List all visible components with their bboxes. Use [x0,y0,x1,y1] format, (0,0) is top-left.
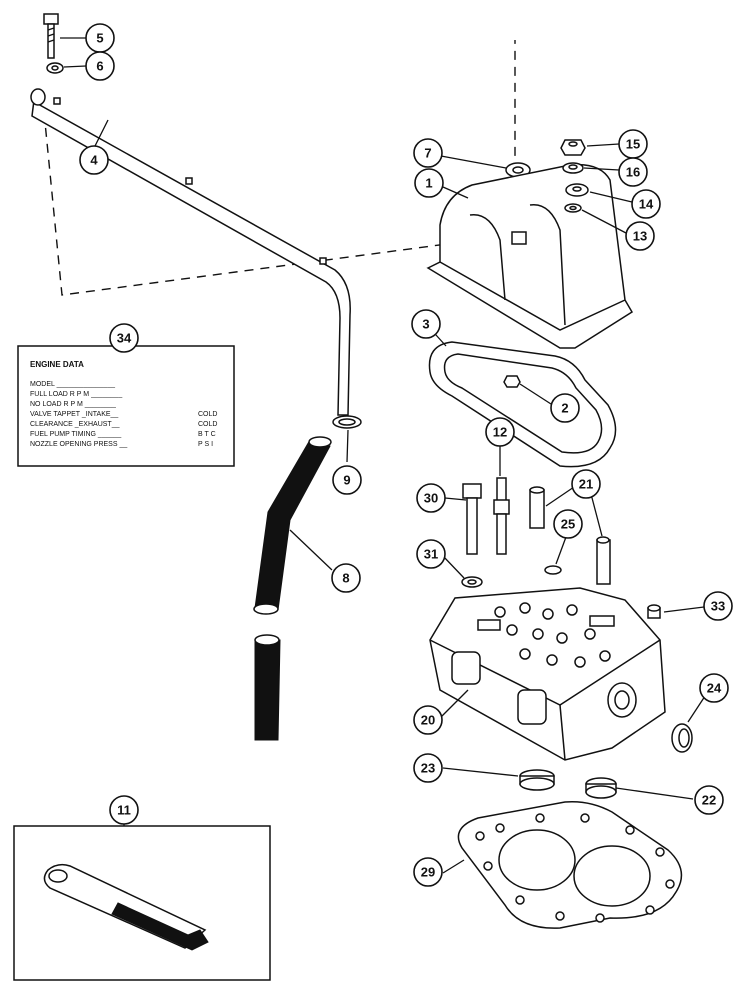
callout-2: 2 [550,393,580,423]
part-21-valve-guide [529,486,611,585]
svg-text:1: 1 [425,176,432,191]
part-30-bolt [462,483,482,555]
callout-33: 33 [703,591,733,621]
callout-11: 11 [109,795,139,825]
part-15-nut [560,139,586,156]
callout-7: 7 [413,138,443,168]
part-24-seal-ring [671,723,693,753]
callout-25: 25 [553,509,583,539]
svg-text:24: 24 [707,681,722,696]
callout-1: 1 [414,168,444,198]
svg-text:7: 7 [424,146,431,161]
callout-16: 16 [618,157,648,187]
svg-text:30: 30 [424,491,438,506]
part-29-head-gasket [457,800,683,929]
svg-text:9: 9 [343,473,350,488]
callout-30: 30 [416,483,446,513]
callout-4: 4 [79,145,109,175]
svg-text:31: 31 [424,547,438,562]
callout-13: 13 [625,221,655,251]
svg-text:2: 2 [561,401,568,416]
callout-8: 8 [331,563,361,593]
part-14-washer [565,183,589,197]
svg-text:12: 12 [493,425,507,440]
callout-6: 6 [85,51,115,81]
part-31-washer [461,576,483,588]
svg-text:22: 22 [702,793,716,808]
part-33-plug [647,604,661,619]
part-5-bolt [43,13,59,59]
svg-text:33: 33 [711,599,725,614]
tube-routing-dashed-line [43,40,516,296]
svg-text:3: 3 [422,317,429,332]
part-9-hose-clamp [332,415,362,429]
callout-3: 3 [411,309,441,339]
callout-23: 23 [413,753,443,783]
callout-21: 21 [571,469,601,499]
svg-text:29: 29 [421,865,435,880]
svg-text:20: 20 [421,713,435,728]
callout-24: 24 [699,673,729,703]
svg-text:23: 23 [421,761,435,776]
decal-line-clearance: CLEARANCE _EXHAUST__ [30,421,120,428]
callout-29: 29 [413,857,443,887]
callout-31: 31 [416,539,446,569]
callout-14: 14 [631,189,661,219]
decal-title: ENGINE DATA [30,360,84,369]
svg-text:25: 25 [561,517,575,532]
decal-line-valve-tappet: VALVE TAPPET _INTAKE__ [30,411,118,418]
callout-5: 5 [85,23,115,53]
svg-text:11: 11 [117,803,131,818]
decal-line-nozzle: NOZZLE OPENING PRESS __ [30,441,127,448]
svg-text:4: 4 [90,153,98,168]
decal-unit-exhaust: COLD [198,421,217,428]
part-13-washer [564,203,582,213]
part-22-insert [585,777,617,799]
part-8-hose [253,436,332,741]
part-4-breather-tube [30,88,351,416]
svg-text:13: 13 [633,229,647,244]
callout-9: 9 [332,465,362,495]
part-23-insert [519,769,555,791]
part-20-cylinder-head [429,587,666,761]
svg-text:16: 16 [626,165,640,180]
part-16-washer [562,162,584,174]
part-12-stud [493,477,510,555]
decal-line-fuel-pump: FUEL PUMP TIMING ______ [30,431,121,438]
svg-text:21: 21 [579,477,593,492]
callout-22: 22 [694,785,724,815]
part-6-washer [46,62,64,74]
callout-20: 20 [413,705,443,735]
part-2-nut [503,375,521,388]
svg-text:34: 34 [117,331,132,346]
part-1-valve-cover [426,163,634,349]
svg-text:15: 15 [626,137,640,152]
decal-line-full-load: FULL LOAD R P M ________ [30,391,122,398]
svg-text:8: 8 [342,571,349,586]
part-11-tool [13,825,271,981]
callout-34: 34 [109,323,139,353]
decal-unit-intake: COLD [198,411,217,418]
callout-15: 15 [618,129,648,159]
part-25-plug [544,565,562,575]
decal-unit-fuel-pump: B T C [198,431,216,438]
decal-line-no-load: NO LOAD R P M ________ [30,401,116,408]
svg-text:6: 6 [96,59,103,74]
decal-line-model: MODEL _______________ [30,381,115,388]
part-3-gasket [428,341,617,468]
decal-unit-nozzle: P S I [198,441,213,448]
callout-12: 12 [485,417,515,447]
part-34-engine-data-decal: ENGINE DATA MODEL _______________ FULL L… [17,345,235,467]
svg-text:5: 5 [96,31,103,46]
svg-text:14: 14 [639,197,654,212]
